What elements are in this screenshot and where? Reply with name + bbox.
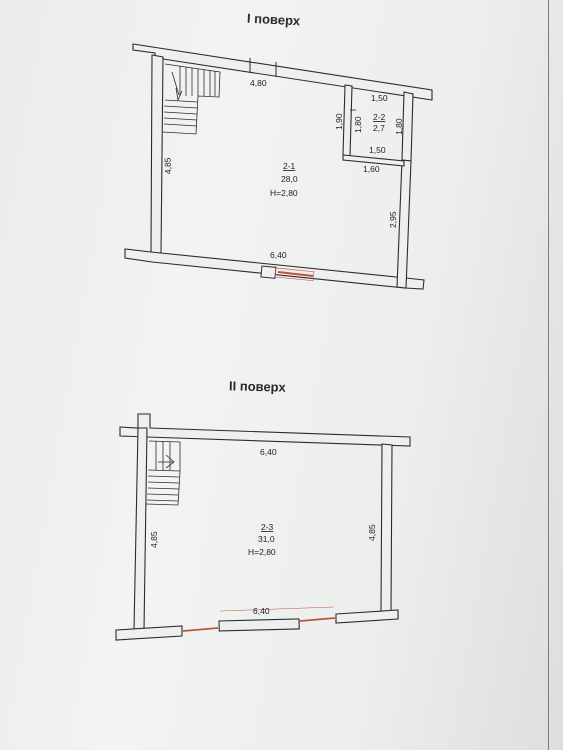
floor1-window-frame <box>274 267 315 281</box>
floor1-plan: 4,80 6,40 4,85 2,95 1,50 1,50 1,90 1,80 … <box>124 43 433 290</box>
floor1-dim-left: 4,85 <box>162 157 173 174</box>
floor1-room-main-area: 28,0 <box>281 174 298 184</box>
floor1-dim-small-bottom: 1,50 <box>369 145 386 155</box>
floor1-dim-small-left-b: 1,80 <box>353 116 363 133</box>
floor1-room-small-id: 2-2 <box>373 112 386 122</box>
floor2-room-id: 2-3 <box>261 522 274 532</box>
floor1-room-main-height: H=2,80 <box>270 188 298 198</box>
floor1-dim-top: 4,80 <box>250 78 267 88</box>
page-border-line <box>548 0 549 750</box>
floor2-dim-right: 4,85 <box>367 524 377 541</box>
floor1-room-main-id: 2-1 <box>283 161 296 171</box>
floor1-dim-small-right: 1,80 <box>394 118 404 135</box>
floor1-room-small-area: 2,7 <box>373 123 385 133</box>
floor2-room-height: H=2,80 <box>248 547 276 557</box>
floor2-dim-left: 4,85 <box>149 531 159 548</box>
floor1-dim-right: 2,95 <box>388 211 398 228</box>
floor2-dim-bottom: 6,40 <box>253 606 270 616</box>
floor1-dim-small-left-a: 1,90 <box>334 113 344 130</box>
floor2-dim-top: 6,40 <box>260 447 277 457</box>
floor2-dim-line-bottom <box>219 606 335 612</box>
floor2-walls <box>115 413 411 641</box>
floor2-window-right <box>299 617 336 622</box>
floor2-room-area: 31,0 <box>258 534 275 544</box>
floor2-plan: 6,40 6,40 4,85 4,85 2-3 31,0 H=2,80 <box>115 413 411 641</box>
floor1-walls <box>124 43 433 290</box>
floor2-window-left <box>182 627 219 632</box>
floor1-stairs <box>162 63 221 135</box>
floor1-dim-small-top: 1,50 <box>371 93 388 103</box>
floor1-dim-bottom: 6,40 <box>270 250 287 260</box>
floor1-dim-ledge: 1,60 <box>363 164 380 174</box>
floor1-door-frame <box>260 265 277 279</box>
floor1-window <box>277 271 314 277</box>
floor2-stairs <box>145 440 181 506</box>
